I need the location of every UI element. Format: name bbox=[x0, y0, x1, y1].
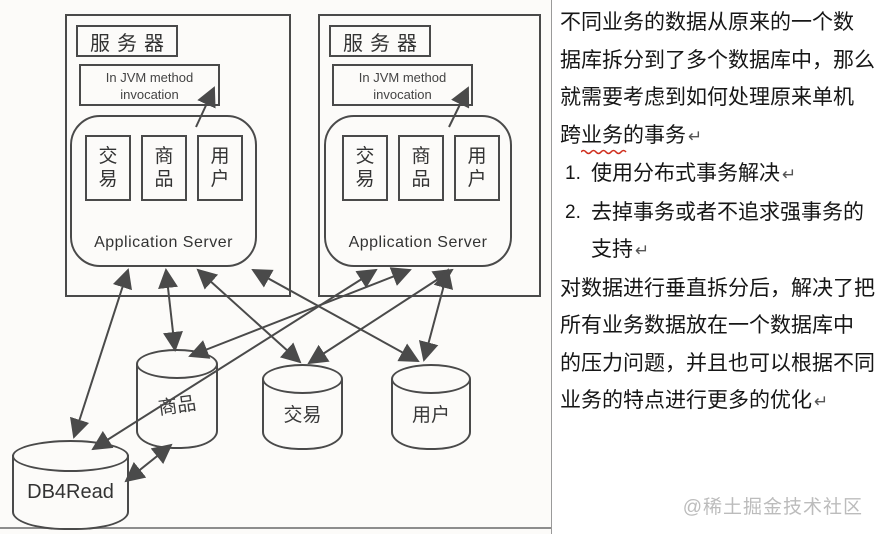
paragraph-2-line: 业务的特点进行更多的优化↵ bbox=[560, 382, 871, 421]
paragraph-return-mark: ↵ bbox=[635, 241, 650, 260]
list-item-1-number: 1. bbox=[565, 163, 581, 184]
server-1-jvm-invocation-box: In JVM method invocation bbox=[79, 64, 220, 106]
paragraph-2-line: 所有业务数据放在一个数据库中 bbox=[560, 314, 854, 337]
paragraph-2-line-text: 业务的特点进行更多的优化 bbox=[560, 389, 812, 412]
list-item-2-number: 2. bbox=[565, 201, 581, 223]
numbered-list: 1. 使用分布式事务解决↵ 2. 去掉事务或者不追求强事务的 支持↵ bbox=[560, 155, 871, 270]
database-trade-label: 交易 bbox=[283, 405, 322, 427]
diagram-bottom-border bbox=[0, 527, 551, 529]
cylinder-top bbox=[391, 364, 471, 394]
arrow-db4read-goods bbox=[124, 443, 173, 483]
server-2-module-trade: 交易 bbox=[342, 135, 388, 201]
jvm-label-line1: In JVM method bbox=[358, 70, 447, 85]
architecture-diagram: 服务器 In JVM method invocation 交易 商品 用户 Ap… bbox=[0, 0, 552, 534]
cylinder-top bbox=[12, 440, 129, 472]
server-1-modules: 交易 商品 用户 bbox=[85, 135, 243, 201]
watermark: @稀土掘金技术社区 bbox=[682, 496, 863, 518]
server-1-module-user: 用户 bbox=[197, 135, 243, 201]
database-user-label: 用户 bbox=[411, 405, 450, 427]
paragraph-return-mark: ↵ bbox=[814, 392, 829, 411]
jvm-label-line2: invocation bbox=[373, 87, 432, 102]
server-1-application-server-label: Application Server bbox=[94, 234, 233, 251]
cylinder-top bbox=[136, 349, 218, 379]
jvm-label-line1: In JVM method bbox=[105, 70, 194, 85]
cylinder-top bbox=[262, 364, 343, 394]
server-1-title: 服务器 bbox=[76, 25, 178, 57]
paragraph-2-line: 的压力问题，并且也可以根据不同 bbox=[560, 351, 875, 375]
server-1-module-goods: 商品 bbox=[141, 135, 187, 201]
list-item-2: 2. 去掉事务或者不追求强事务的 支持↵ bbox=[560, 194, 871, 270]
server-2-module-goods: 商品 bbox=[398, 135, 444, 201]
database-trade: 交易 bbox=[262, 364, 343, 450]
server-2-application-server: 交易 商品 用户 Application Server bbox=[324, 115, 512, 267]
spellcheck-squiggle bbox=[581, 149, 627, 155]
paragraph-return-mark: ↵ bbox=[782, 165, 797, 184]
server-box-1: 服务器 In JVM method invocation 交易 商品 用户 Ap… bbox=[65, 14, 291, 297]
paragraph-1-line-text: 跨业务的事务 bbox=[560, 123, 686, 147]
paragraph-1-line: 据库拆分到了多个数据库中，那么 bbox=[560, 48, 875, 72]
server-box-2: 服务器 In JVM method invocation 交易 商品 用户 Ap… bbox=[318, 14, 541, 297]
paragraph-1: 不同业务的数据从原来的一个数 据库拆分到了多个数据库中，那么 就需要考虑到如何处… bbox=[560, 4, 875, 156]
server-2-modules: 交易 商品 用户 bbox=[342, 135, 500, 201]
notes-panel: 不同业务的数据从原来的一个数 据库拆分到了多个数据库中，那么 就需要考虑到如何处… bbox=[552, 0, 875, 534]
paragraph-return-mark: ↵ bbox=[688, 126, 703, 146]
server-1-module-trade: 交易 bbox=[85, 135, 131, 201]
jvm-label-line2: invocation bbox=[120, 87, 179, 102]
database-user: 用户 bbox=[391, 364, 471, 450]
paragraph-1-line: 就需要考虑到如何处理原来单机 bbox=[560, 86, 854, 109]
server-2-jvm-invocation-box: In JVM method invocation bbox=[332, 64, 473, 106]
server-2-application-server-label: Application Server bbox=[348, 234, 488, 251]
list-item-1-text: 使用分布式事务解决 bbox=[591, 162, 780, 185]
list-item-1: 1. 使用分布式事务解决↵ bbox=[560, 155, 871, 194]
paragraph-1-line: 不同业务的数据从原来的一个数 bbox=[560, 11, 854, 34]
database-db4read: DB4Read bbox=[12, 440, 129, 530]
paragraph-2: 对数据进行垂直拆分后，解决了把 所有业务数据放在一个数据库中 的压力问题，并且也… bbox=[560, 270, 875, 421]
server-2-module-user: 用户 bbox=[454, 135, 500, 201]
list-item-1-line: 使用分布式事务解决↵ bbox=[591, 155, 871, 194]
database-db4read-label: DB4Read bbox=[27, 481, 114, 504]
paragraph-2-line: 对数据进行垂直拆分后，解决了把 bbox=[560, 276, 875, 300]
server-1-application-server: 交易 商品 用户 Application Server bbox=[70, 115, 257, 267]
list-item-2-line: 支持↵ bbox=[591, 231, 871, 270]
database-goods: 商品 bbox=[136, 349, 218, 449]
list-item-2-line: 去掉事务或者不追求强事务的 bbox=[591, 200, 864, 224]
server-2-title: 服务器 bbox=[329, 25, 431, 57]
paragraph-1-line: 跨业务的事务↵ bbox=[560, 117, 871, 156]
list-item-2-text: 支持 bbox=[591, 238, 633, 261]
